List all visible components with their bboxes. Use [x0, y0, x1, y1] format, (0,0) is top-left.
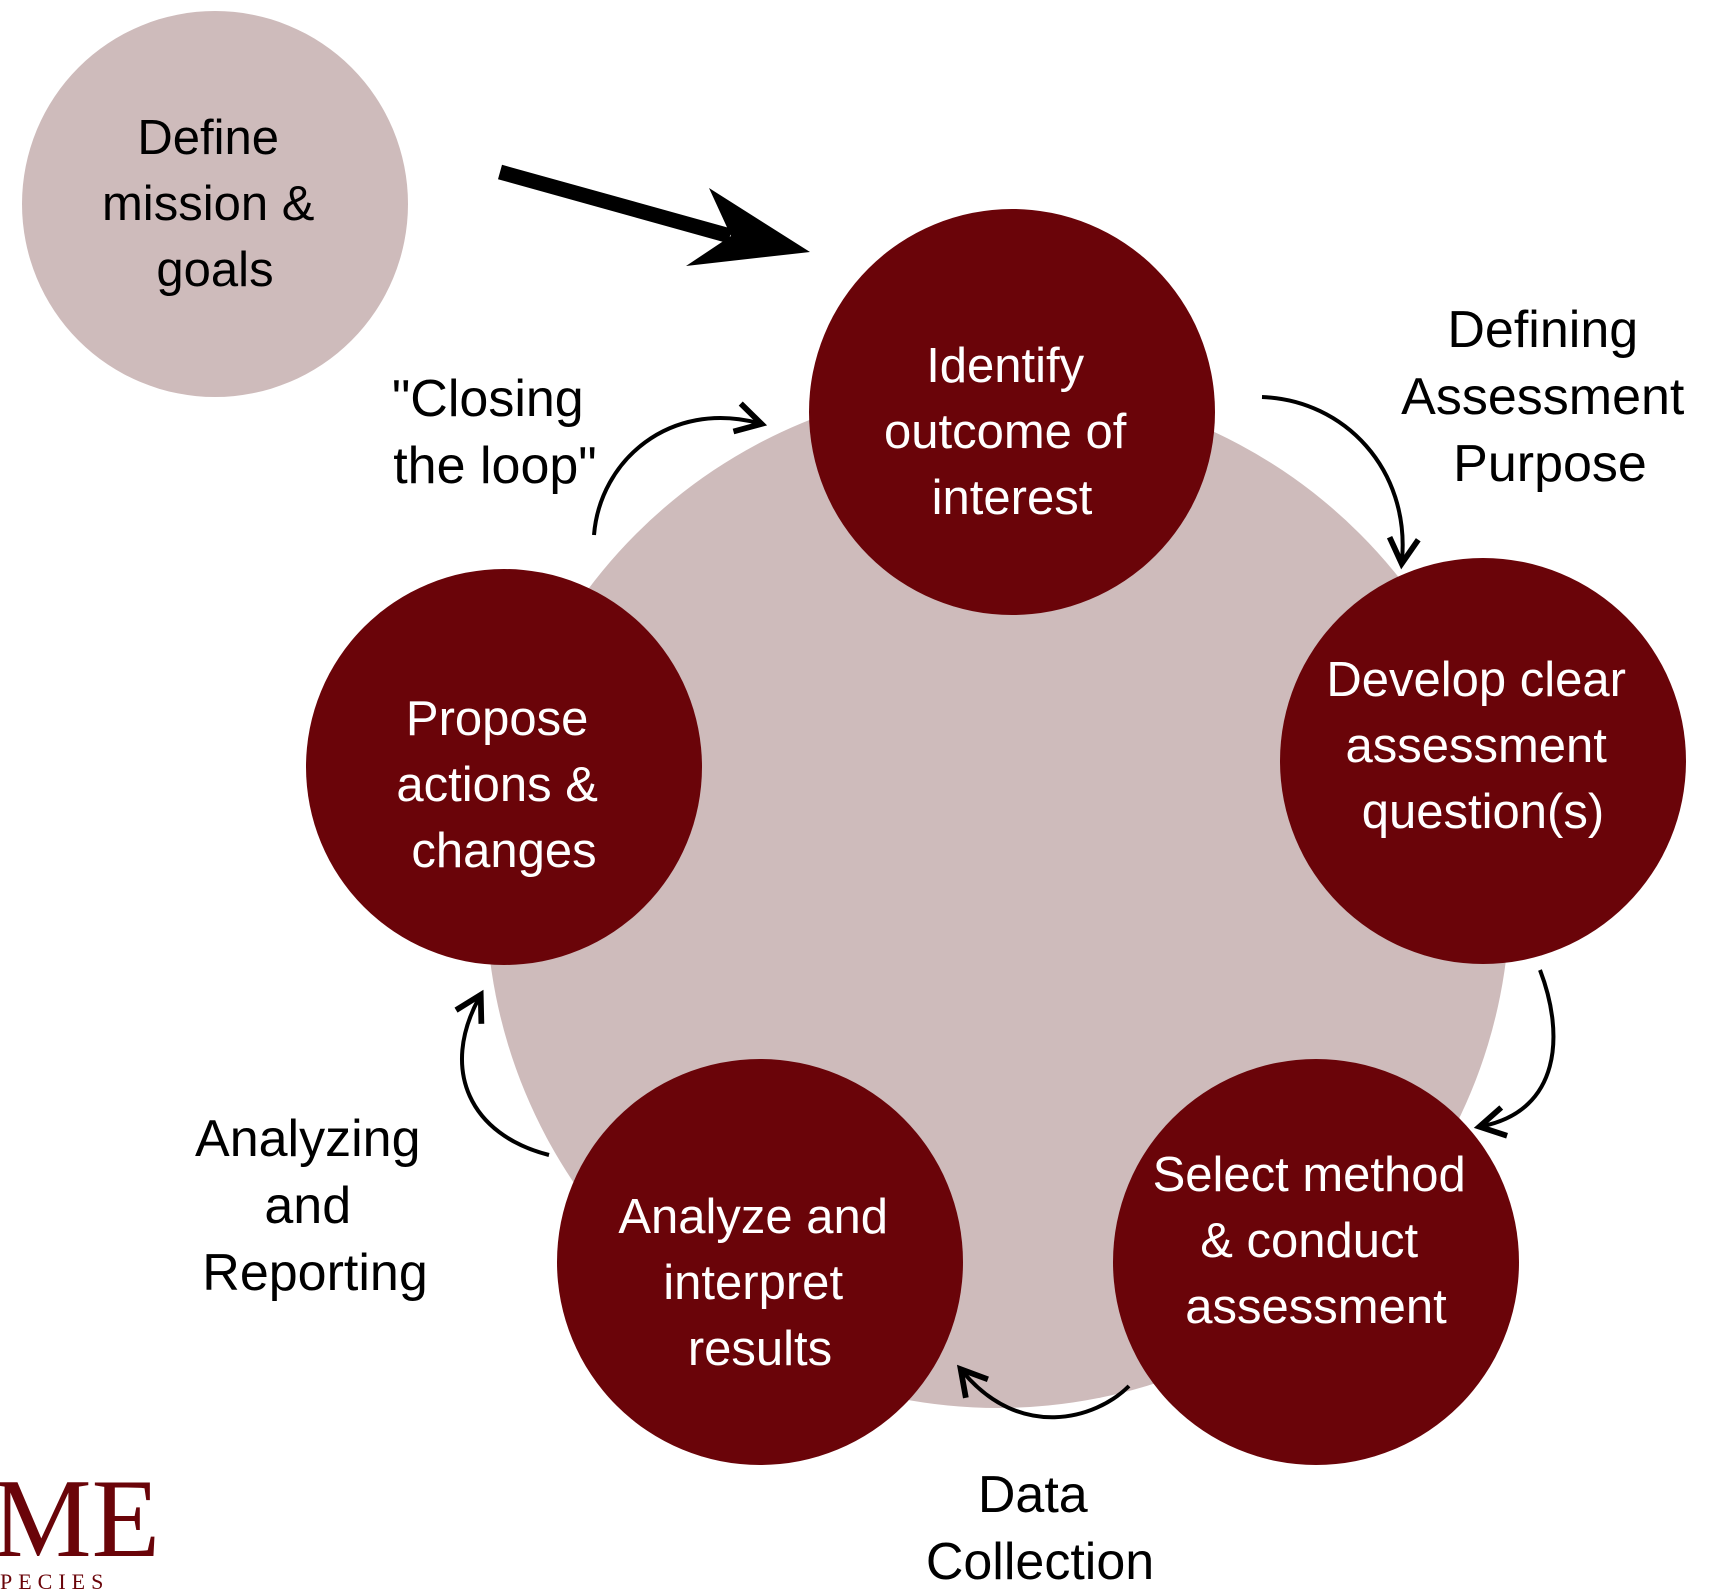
- phase-data-label: Data Collection: [926, 1466, 1154, 1589]
- phase-line: Purpose: [1453, 435, 1647, 493]
- step-line: Develop clear: [1326, 653, 1626, 707]
- phase-line: Data: [978, 1466, 1088, 1524]
- start-line: Define: [137, 111, 279, 165]
- phase-analyzing-label: Analyzing and Reporting: [195, 1110, 435, 1302]
- curved-arrow-closing: [592, 401, 768, 536]
- step-line: Analyze and: [618, 1190, 888, 1244]
- entry-arrow-shaft: [497, 164, 733, 244]
- entry-arrow-head: [686, 188, 810, 266]
- step-propose: Propose actions & changes: [306, 569, 702, 965]
- step-circle: [809, 209, 1215, 615]
- curved-arrow-defining: [1261, 395, 1421, 570]
- start-circle: [22, 11, 408, 397]
- phase-line: the loop": [393, 437, 597, 495]
- step-analyze: Analyze and interpret results: [557, 1059, 963, 1465]
- phase-line: Defining: [1447, 301, 1638, 359]
- step-select: Select method & conduct assessment: [1113, 1059, 1519, 1465]
- phase-line: "Closing: [392, 370, 584, 428]
- step-circle: [557, 1059, 963, 1465]
- step-identify-label: Identify outcome of interest: [884, 339, 1140, 525]
- start-line: goals: [156, 243, 273, 297]
- curved-arrow-data-collection-top: [1473, 969, 1556, 1139]
- phase-line: Reporting: [202, 1244, 427, 1302]
- step-line: Identify: [926, 339, 1084, 393]
- step-line: outcome of: [884, 405, 1127, 459]
- step-line: assessment: [1345, 719, 1607, 773]
- step-line: Propose: [406, 692, 589, 746]
- step-propose-label: Propose actions & changes: [396, 692, 611, 878]
- start-line: mission &: [102, 177, 314, 231]
- step-line: question(s): [1362, 785, 1604, 839]
- step-line: Select method: [1153, 1148, 1466, 1202]
- phase-defining-label: Defining Assessment Purpose: [1401, 301, 1699, 493]
- step-develop-label: Develop clear assessment question(s): [1326, 653, 1639, 839]
- step-circle: [306, 569, 702, 965]
- logo: ME PECIES: [0, 1457, 160, 1589]
- step-identify: Identify outcome of interest: [809, 209, 1215, 615]
- start-node: Define mission & goals: [22, 11, 408, 397]
- curved-arrow-analyzing: [454, 989, 550, 1157]
- phase-closing-label: "Closing the loop": [392, 370, 598, 495]
- step-line: actions &: [396, 758, 598, 812]
- step-circle: [1113, 1059, 1519, 1465]
- step-line: results: [688, 1322, 832, 1376]
- start-label: Define mission & goals: [102, 111, 328, 297]
- logo-subtext: PECIES: [0, 1569, 109, 1589]
- step-line: interpret: [663, 1256, 843, 1310]
- step-line: changes: [411, 824, 596, 878]
- phase-line: Assessment: [1401, 368, 1685, 426]
- step-line: & conduct: [1200, 1214, 1418, 1268]
- phase-line: Analyzing: [195, 1110, 420, 1168]
- phase-line: and: [264, 1177, 351, 1235]
- logo-text: ME: [0, 1457, 160, 1581]
- step-line: interest: [932, 471, 1093, 525]
- step-circle: [1280, 558, 1686, 964]
- entry-arrow: [497, 164, 810, 266]
- curved-arrow-data-collection: [956, 1364, 1131, 1420]
- step-select-label: Select method & conduct assessment: [1153, 1148, 1480, 1334]
- step-analyze-label: Analyze and interpret results: [618, 1190, 901, 1376]
- step-develop: Develop clear assessment question(s): [1280, 558, 1686, 964]
- step-line: assessment: [1185, 1280, 1447, 1334]
- phase-line: Collection: [926, 1533, 1154, 1589]
